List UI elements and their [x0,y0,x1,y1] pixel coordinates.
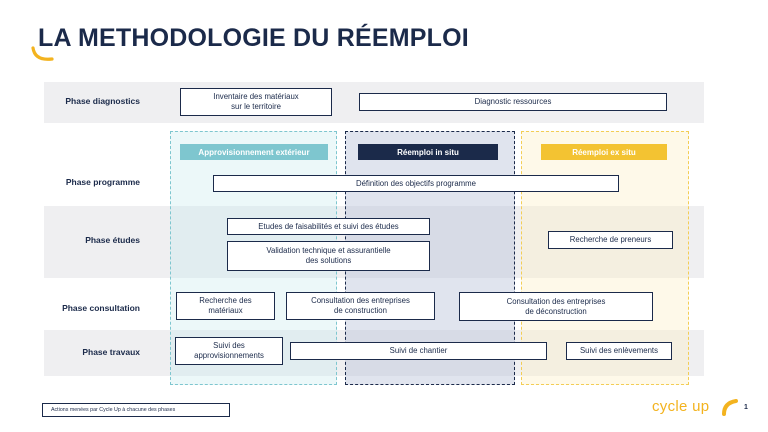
box-consultation-deconstruction: Consultation des entreprises de déconstr… [459,292,653,321]
legend-box: Actions menées par Cycle Up à chacune de… [42,403,230,417]
box-etudes-faisabilites: Etudes de faisabilités et suivi des étud… [227,218,430,235]
box-definition-objectifs: Définition des objectifs programme [213,175,619,192]
phase-label-diagnostics: Phase diagnostics [65,96,140,106]
box-consultation-construction: Consultation des entreprises de construc… [286,292,435,320]
box-inventaire-materiaux: Inventaire des matériaux sur le territoi… [180,88,332,116]
phase-label-travaux: Phase travaux [82,347,140,357]
box-suivi-enlevements: Suivi des enlèvements [566,342,672,360]
title-swoosh-icon [31,46,54,61]
phase-label-programme: Phase programme [65,177,140,187]
box-validation-technique: Validation technique et assurantielle de… [227,241,430,271]
box-suivi-approvisionnements: Suivi des approvisionnements [175,337,283,365]
phase-label-consultation: Phase consultation [62,303,140,313]
box-suivi-chantier: Suivi de chantier [290,342,547,360]
page-title: LA METHODOLOGIE DU RÉEMPLOI [38,24,469,52]
cycle-up-logo-icon [722,399,738,416]
box-recherche-preneurs: Recherche de preneurs [548,231,673,249]
box-diagnostic-ressources: Diagnostic ressources [359,93,667,111]
header-reemploi-ex-situ: Réemploi ex situ [541,144,667,160]
phase-label-etudes: Phase études [85,235,140,245]
box-recherche-materiaux: Recherche des matériaux [176,292,275,320]
brand-wordmark: cycle up [652,398,710,415]
header-reemploi-in-situ: Réemploi in situ [358,144,498,160]
page-number: 1 [744,404,748,411]
header-approvisionnement-exterieur: Approvisionnement extérieur [180,144,328,160]
